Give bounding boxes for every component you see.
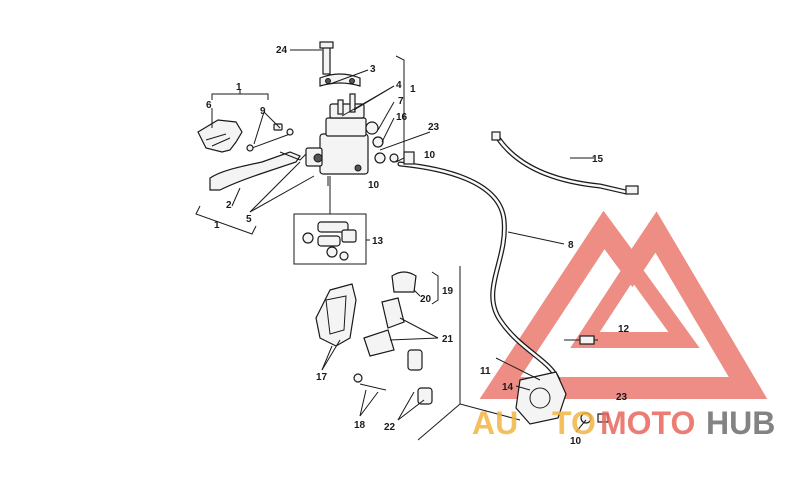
- label-1: 1: [410, 84, 416, 95]
- fittings: [353, 271, 439, 421]
- label-11: 11: [480, 366, 491, 377]
- brake-hose: [374, 131, 565, 383]
- watermark-text: AU TO MOTO HUB: [472, 405, 775, 441]
- brake-lever: [209, 151, 301, 191]
- label-6: 6: [206, 100, 212, 111]
- label-5: 5: [246, 214, 252, 225]
- label-24: 24: [276, 45, 288, 56]
- watermark-part3: MOTO: [600, 405, 695, 441]
- caliper-bracket: [315, 283, 357, 371]
- label-13: 13: [372, 236, 384, 247]
- label-17: 17: [316, 372, 328, 383]
- label-12: 12: [618, 324, 630, 335]
- label-1: 1: [214, 220, 220, 231]
- label-7: 7: [398, 96, 404, 107]
- label-20: 20: [420, 294, 432, 305]
- watermark-part2: TO: [552, 405, 596, 441]
- label-3: 3: [370, 64, 376, 75]
- label-14: 14: [502, 382, 514, 393]
- label-23: 23: [428, 122, 440, 133]
- brake-lever-group: [195, 41, 405, 265]
- label-18: 18: [354, 420, 366, 431]
- label-1: 1: [236, 82, 242, 93]
- label-19: 19: [442, 286, 454, 297]
- label-8: 8: [568, 240, 574, 251]
- label-21: 21: [442, 334, 454, 345]
- label-4: 4: [396, 80, 402, 91]
- label-10: 10: [368, 180, 380, 191]
- caliper-group: [417, 266, 609, 441]
- pivot-bolts: [246, 111, 294, 152]
- watermark-logo: [479, 210, 768, 399]
- master-cylinder: [305, 103, 369, 186]
- sensor-cable: [491, 131, 639, 195]
- callout-labels: 1 1 1 2 3 4 5 6 7 8 9 10 10 10 11 12 13 …: [206, 45, 630, 447]
- label-16: 16: [396, 112, 408, 123]
- label-9: 9: [260, 106, 266, 117]
- watermark-part4: HUB: [706, 405, 775, 441]
- label-15: 15: [592, 154, 604, 165]
- watermark-part1: AU: [472, 405, 518, 441]
- label-22: 22: [384, 422, 396, 433]
- label-2: 2: [226, 200, 232, 211]
- label-10: 10: [570, 436, 582, 447]
- label-10: 10: [424, 150, 436, 161]
- label-23: 23: [616, 392, 628, 403]
